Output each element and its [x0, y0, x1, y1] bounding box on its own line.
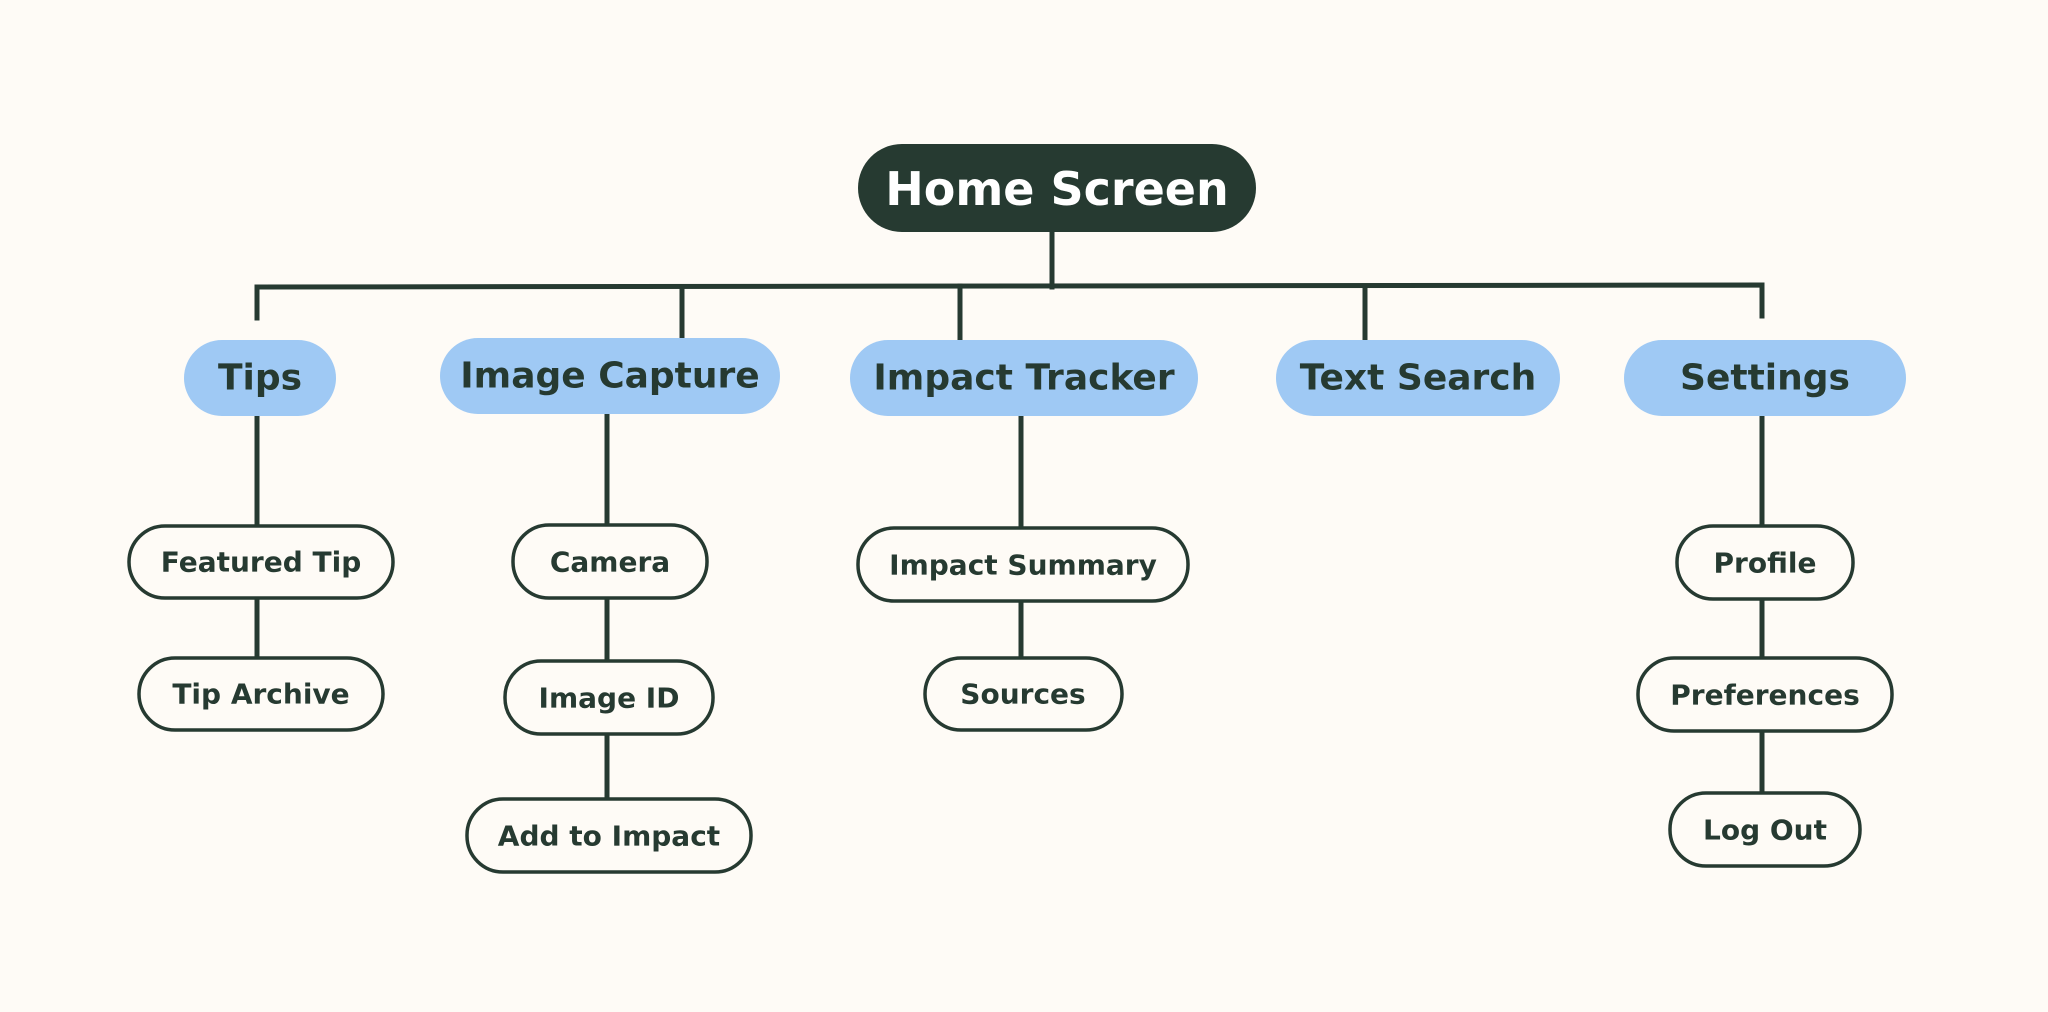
profile-node[interactable]: Profile [1675, 524, 1855, 601]
add-to-impact-label: Add to Impact [498, 820, 720, 853]
sources-node[interactable]: Sources [923, 656, 1124, 732]
log-out-node[interactable]: Log Out [1668, 791, 1862, 868]
impact-tracker-label: Impact Tracker [873, 358, 1174, 399]
profile-label: Profile [1714, 547, 1817, 580]
home-screen-node[interactable]: Home Screen [858, 144, 1256, 232]
image-capture-label: Image Capture [460, 356, 759, 397]
tips-node[interactable]: Tips [184, 340, 336, 416]
connectors [254, 229, 1765, 801]
camera-node[interactable]: Camera [511, 523, 709, 600]
image-capture-node[interactable]: Image Capture [440, 338, 780, 414]
settings-label: Settings [1680, 358, 1850, 399]
impact-tracker-node[interactable]: Impact Tracker [850, 340, 1198, 416]
featured-tip-label: Featured Tip [161, 546, 362, 579]
section-bus-connector [254, 282, 1765, 321]
camera-label: Camera [550, 546, 670, 579]
tip-archive-label: Tip Archive [172, 678, 349, 711]
tip-archive-node[interactable]: Tip Archive [137, 656, 385, 732]
impact-summary-node[interactable]: Impact Summary [856, 526, 1190, 603]
log-out-label: Log Out [1703, 814, 1827, 847]
text-search-label: Text Search [1300, 358, 1537, 399]
image-id-label: Image ID [539, 682, 680, 715]
sources-label: Sources [960, 678, 1085, 711]
add-to-impact-node[interactable]: Add to Impact [465, 797, 753, 874]
home-screen-label: Home Screen [885, 162, 1228, 216]
tips-label: Tips [218, 358, 302, 399]
featured-tip-node[interactable]: Featured Tip [127, 524, 395, 600]
settings-node[interactable]: Settings [1624, 340, 1906, 416]
impact-summary-label: Impact Summary [889, 549, 1157, 582]
image-id-node[interactable]: Image ID [503, 659, 715, 736]
preferences-node[interactable]: Preferences [1636, 656, 1894, 733]
text-search-node[interactable]: Text Search [1276, 340, 1560, 416]
preferences-label: Preferences [1670, 679, 1859, 712]
